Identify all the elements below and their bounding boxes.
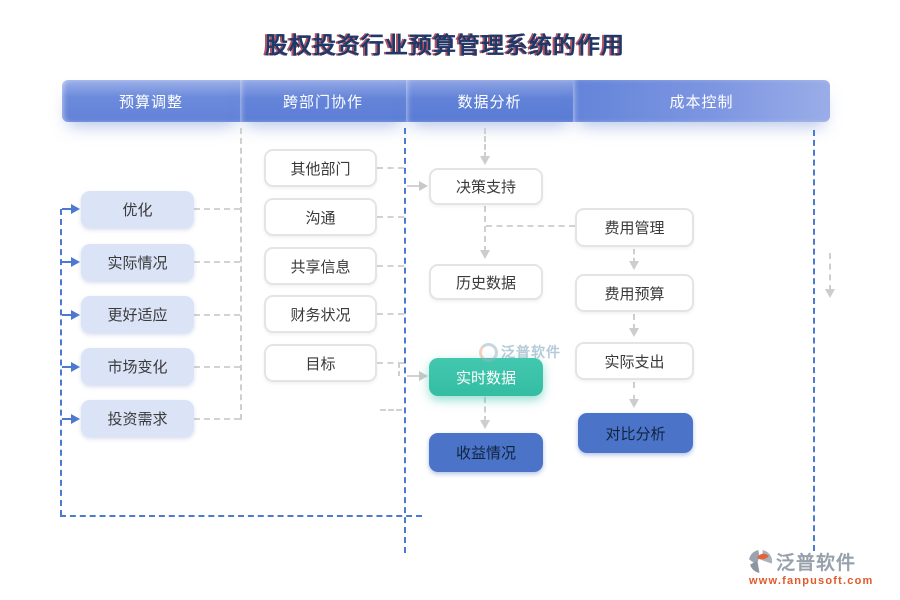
node-market-changes: 市场变化 — [81, 348, 194, 385]
node-realtime-data: 实时数据 — [429, 358, 543, 396]
node-decision-support: 决策支持 — [429, 168, 543, 205]
node-optimization: 优化 — [81, 191, 194, 228]
connector-gray — [377, 313, 404, 315]
connector-stub — [62, 314, 71, 316]
connector-flow — [633, 249, 635, 263]
arrowhead-right-icon — [419, 181, 428, 191]
column-header-label: 跨部门协作 — [282, 93, 363, 111]
arrowhead-down-icon — [629, 328, 639, 337]
column-header-label: 数据分析 — [457, 93, 522, 111]
node-other-departments: 其他部门 — [264, 149, 377, 187]
arrowhead-down-icon — [480, 250, 490, 259]
brand-logo: 泛普软件 www.fanpusoft.com — [747, 548, 897, 587]
connector-stub — [407, 375, 419, 377]
connector-gray — [194, 261, 240, 263]
node-actual-situation: 实际情况 — [81, 244, 194, 281]
arrowhead-down-icon — [825, 289, 835, 298]
arrowhead-right-icon — [71, 362, 80, 372]
connector-flow — [633, 382, 635, 401]
connector-stub — [62, 366, 71, 368]
node-share-information: 共享信息 — [264, 247, 377, 285]
node-historical-data: 历史数据 — [429, 264, 543, 300]
fanpu-logo-icon — [749, 550, 773, 573]
connector-flow — [484, 128, 486, 158]
brand-url: www.fanpusoft.com — [749, 575, 874, 587]
column-header-data-analysis: 数据分析 — [406, 80, 573, 122]
column-header-cross-department: 跨部门协作 — [240, 80, 406, 122]
brand-name: 泛普软件 — [776, 553, 857, 574]
node-revenue-status: 收益情况 — [429, 433, 543, 472]
arrowhead-down-icon — [629, 261, 639, 270]
connector-gray — [194, 314, 240, 316]
connector-left-rail — [60, 209, 62, 516]
node-expense-budget: 费用预算 — [575, 274, 694, 312]
connector-rail-c — [404, 128, 406, 553]
connector-gray — [377, 362, 404, 364]
connector-stub — [62, 261, 71, 263]
column-header-label: 预算调整 — [118, 93, 183, 111]
connector-gray — [194, 208, 240, 210]
connector-gray — [377, 167, 404, 169]
node-investment-needs: 投资需求 — [81, 400, 194, 437]
arrowhead-right-icon — [419, 371, 428, 381]
column-header-label: 成本控制 — [669, 93, 734, 111]
node-goals: 目标 — [264, 344, 377, 382]
arrowhead-right-icon — [71, 414, 80, 424]
connector-gray — [377, 216, 404, 218]
page-title: 股权投资行业预算管理系统的作用 — [265, 32, 625, 59]
connector-flow — [484, 397, 486, 422]
node-better-adaptation: 更好适应 — [81, 296, 194, 333]
connector-gray — [194, 366, 240, 368]
connector-flow — [829, 253, 831, 291]
column-header-budget-adjustment: 预算调整 — [62, 80, 240, 122]
column-header-cost-control: 成本控制 — [573, 80, 830, 122]
arrowhead-down-icon — [629, 399, 639, 408]
arrowhead-right-icon — [71, 257, 80, 267]
connector-gray — [377, 265, 404, 267]
connector-right-rail — [813, 130, 815, 551]
node-actual-expenditure: 实际支出 — [575, 342, 694, 380]
node-communication: 沟通 — [264, 198, 377, 236]
arrowhead-down-icon — [480, 420, 490, 429]
node-comparison-analysis: 对比分析 — [578, 413, 693, 453]
node-expense-management: 费用管理 — [575, 208, 694, 247]
connector-flow — [484, 206, 486, 252]
arrowhead-right-icon — [71, 310, 80, 320]
connector-branch-to-expense — [486, 225, 575, 227]
connector-gray — [380, 409, 402, 411]
arrowhead-down-icon — [480, 156, 490, 165]
connector-gray-bend — [398, 363, 400, 376]
connector-rail-b — [240, 128, 242, 420]
arrowhead-right-icon — [71, 204, 80, 214]
connector-stub — [62, 418, 71, 420]
connector-bottom-rail — [60, 515, 422, 517]
connector-stub — [407, 185, 419, 187]
connector-gray — [194, 418, 240, 420]
connector-stub — [62, 208, 71, 210]
connector-flow — [633, 314, 635, 330]
node-financial-status: 财务状况 — [264, 295, 377, 333]
